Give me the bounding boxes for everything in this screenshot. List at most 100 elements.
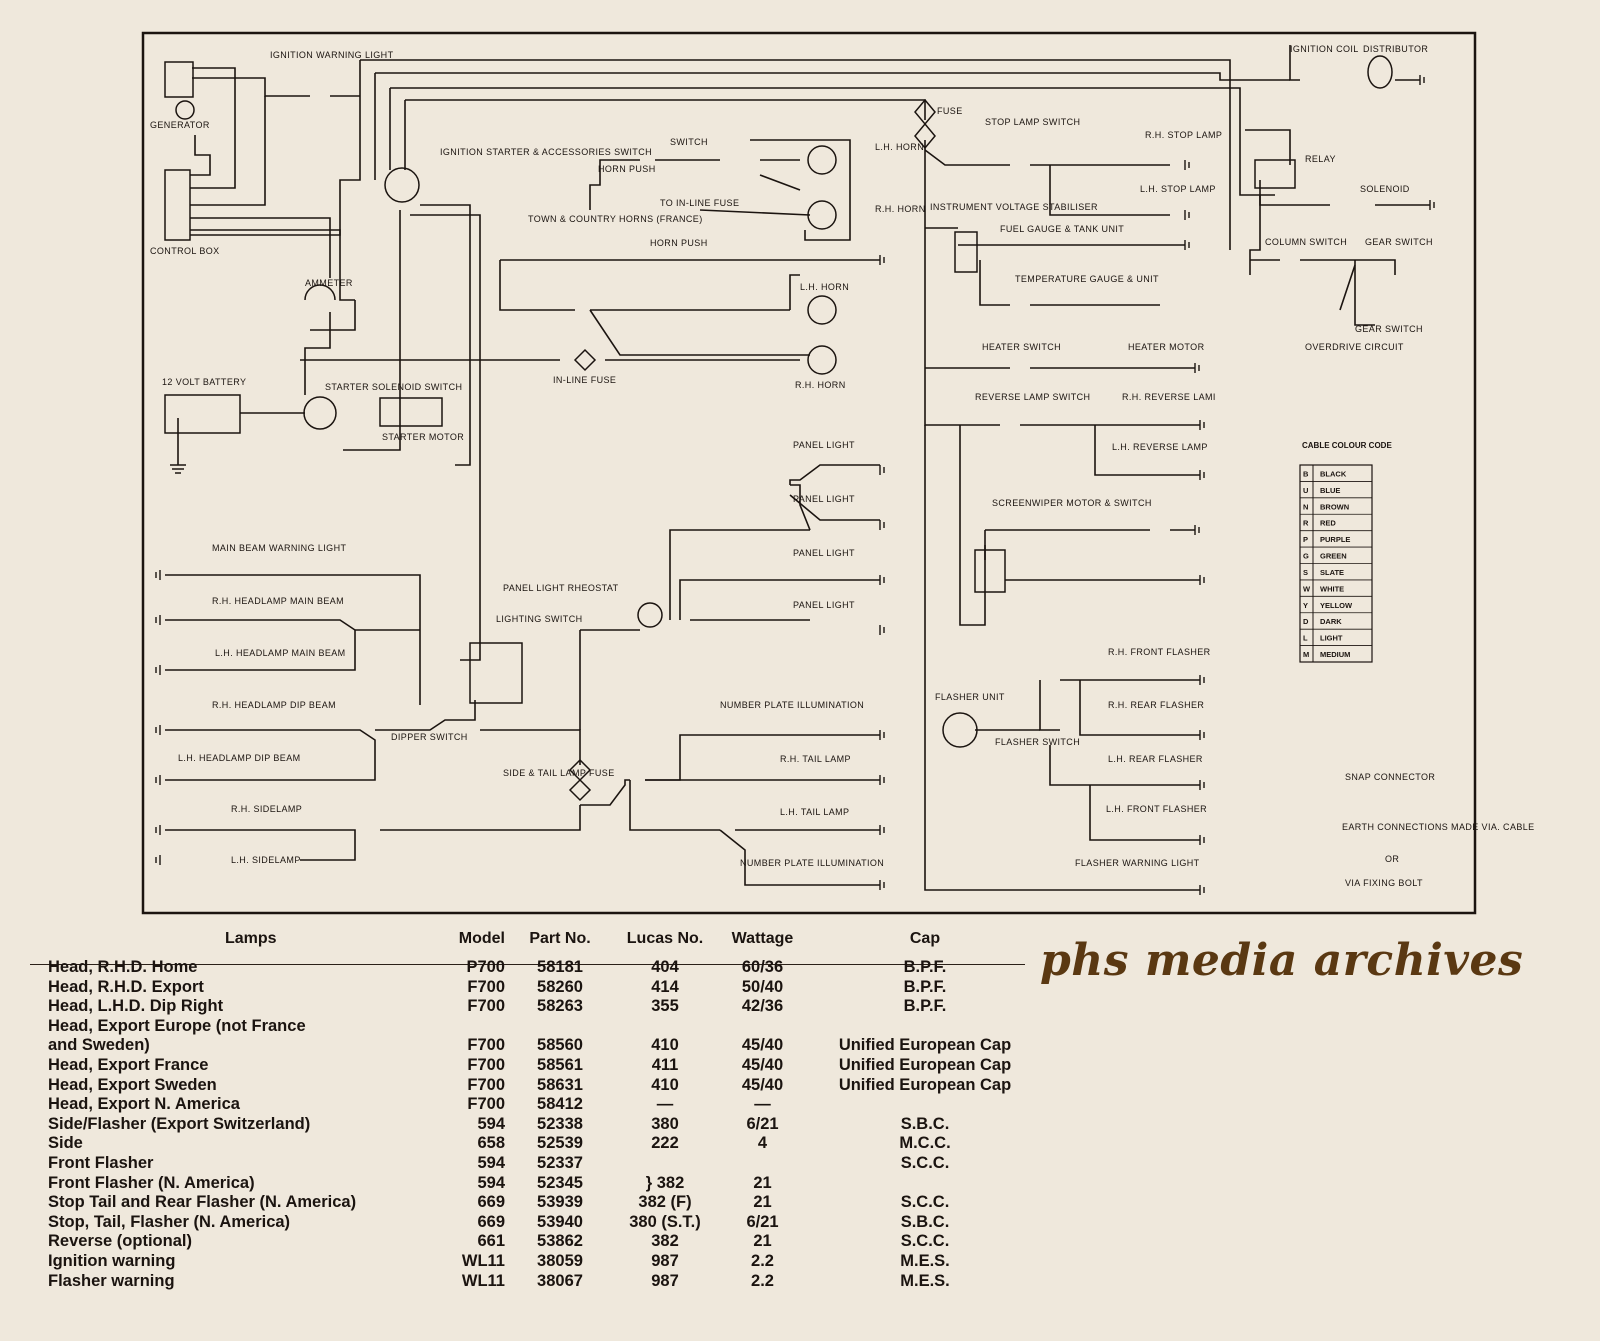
- ignition-switch-icon: [384, 167, 420, 203]
- cell-wattage: 60/36: [741, 958, 784, 976]
- cable-code-name: GREEN: [1320, 552, 1347, 561]
- cell-part-no: 58412: [537, 1095, 583, 1114]
- cell-wattage: 2.2: [751, 1271, 774, 1290]
- cell-lamp: Front Flasher: [48, 1153, 154, 1172]
- col-lucas-no: Lucas No.: [626, 930, 704, 947]
- label-control-box: CONTROL BOX: [150, 246, 220, 256]
- cell-wattage: —: [754, 1095, 771, 1114]
- cell-model: 669: [477, 1212, 505, 1231]
- label-main-beam-warning: MAIN BEAM WARNING LIGHT: [212, 543, 346, 553]
- cell-lucas-no: 380 (S.T.): [629, 1212, 701, 1231]
- table-row: Head, Export Europe (not France: [30, 1017, 1040, 1037]
- cell-model: F700: [467, 1055, 505, 1074]
- label-lh-horn-1: L.H. HORN: [875, 142, 924, 152]
- label-horn-push-1: HORN PUSH: [598, 164, 656, 174]
- cell-lamp: Reverse (optional): [48, 1232, 192, 1251]
- cell-model: 594: [477, 1153, 505, 1172]
- cell-model: F700: [467, 1036, 505, 1055]
- distributor-icon: [1367, 55, 1393, 89]
- label-via-bolt: VIA FIXING BOLT: [1345, 878, 1423, 888]
- lighting-switch-icon: [469, 642, 523, 704]
- cable-colour-code-title: CABLE COLOUR CODE: [1302, 441, 1392, 450]
- cable-code-letter: L: [1303, 634, 1308, 643]
- cell-model: F700: [467, 1095, 505, 1114]
- cell-part-no: 58263: [537, 997, 583, 1016]
- label-lh-front-flasher: L.H. FRONT FLASHER: [1106, 804, 1207, 814]
- cell-part-no: 58181: [537, 958, 583, 976]
- cell-cap: S.B.C.: [900, 1114, 950, 1133]
- cable-code-letter: S: [1303, 568, 1308, 577]
- label-heater-switch: HEATER SWITCH: [982, 342, 1061, 352]
- label-number-plate-2: NUMBER PLATE ILLUMINATION: [740, 858, 884, 868]
- cell-part-no: 53940: [537, 1212, 583, 1231]
- cell-part-no: 53939: [537, 1193, 583, 1212]
- cell-part-no: 58631: [537, 1075, 583, 1094]
- label-panel-light-1: PANEL LIGHT: [793, 440, 855, 450]
- cell-model: 594: [477, 1173, 505, 1192]
- label-rh-side: R.H. SIDELAMP: [231, 804, 302, 814]
- table-header-row: Lamps Model Part No. Lucas No. Wattage C…: [30, 930, 1040, 958]
- cell-part-no: 52539: [537, 1134, 583, 1153]
- cable-code-letter: G: [1303, 552, 1309, 561]
- starter-motor-icon: [379, 397, 443, 427]
- label-horn-push-2: HORN PUSH: [650, 238, 708, 248]
- cell-wattage: 50/40: [741, 977, 784, 996]
- cable-code-letter: Y: [1303, 601, 1308, 610]
- label-earth-cable: EARTH CONNECTIONS MADE VIA. CABLE: [1342, 822, 1535, 832]
- cell-model: F700: [467, 977, 505, 996]
- cell-lucas-no: 380: [651, 1114, 679, 1133]
- cell-lucas-no: 222: [651, 1134, 679, 1153]
- label-gear-switch-2: GEAR SWITCH: [1355, 324, 1423, 334]
- control-box: [164, 169, 191, 241]
- cell-cap: M.E.S.: [900, 1271, 950, 1290]
- label-screenwiper: SCREENWIPER MOTOR & SWITCH: [992, 498, 1152, 508]
- cell-part-no: 58561: [537, 1055, 583, 1074]
- label-stop-lamp-switch: STOP LAMP SWITCH: [985, 117, 1080, 127]
- cell-lucas-no: —: [656, 1095, 674, 1114]
- cell-part-no: 38067: [537, 1271, 583, 1290]
- cell-lamp: Side: [48, 1134, 83, 1153]
- label-rh-horn-2: R.H. HORN: [795, 380, 846, 390]
- cell-model: 658: [477, 1134, 505, 1153]
- cell-cap: S.C.C.: [900, 1193, 950, 1212]
- cell-lamp: and Sweden): [48, 1036, 150, 1055]
- label-ammeter: AMMETER: [305, 278, 353, 288]
- cell-wattage: 6/21: [746, 1212, 779, 1231]
- component-labels: IGNITION WARNING LIGHT GENERATOR CONTROL…: [150, 44, 1535, 888]
- cell-cap: [810, 1017, 1040, 1037]
- label-rh-rear-flasher: R.H. REAR FLASHER: [1108, 700, 1204, 710]
- label-fuel-gauge: FUEL GAUGE & TANK UNIT: [1000, 224, 1124, 234]
- cell-lamp: Head, Export N. America: [48, 1095, 240, 1114]
- flasher-unit-icon: [942, 712, 978, 748]
- cell-lucas-no: 355: [651, 997, 679, 1016]
- label-relay: RELAY: [1305, 154, 1336, 164]
- cell-lucas-no: 410: [651, 1075, 679, 1094]
- col-lamps: Lamps: [225, 930, 277, 947]
- cell-cap: Unified European Cap: [838, 1055, 1012, 1074]
- cell-cap: S.B.C.: [900, 1212, 950, 1231]
- ammeter-icon: [304, 284, 336, 301]
- cell-cap: [810, 1095, 1040, 1115]
- generator-box: [164, 61, 194, 98]
- label-to-inline-fuse: TO IN-LINE FUSE: [660, 198, 739, 208]
- label-or: OR: [1385, 854, 1399, 864]
- label-lh-main: L.H. HEADLAMP MAIN BEAM: [215, 648, 346, 658]
- cell-lamp: Head, Export France: [48, 1055, 209, 1074]
- cell-lucas-no: 382: [651, 1232, 679, 1251]
- label-starter-motor: STARTER MOTOR: [382, 432, 464, 442]
- cell-lucas-no: } 382: [645, 1173, 685, 1192]
- cell-part-no: 53862: [537, 1232, 583, 1251]
- label-rh-stop: R.H. STOP LAMP: [1145, 130, 1222, 140]
